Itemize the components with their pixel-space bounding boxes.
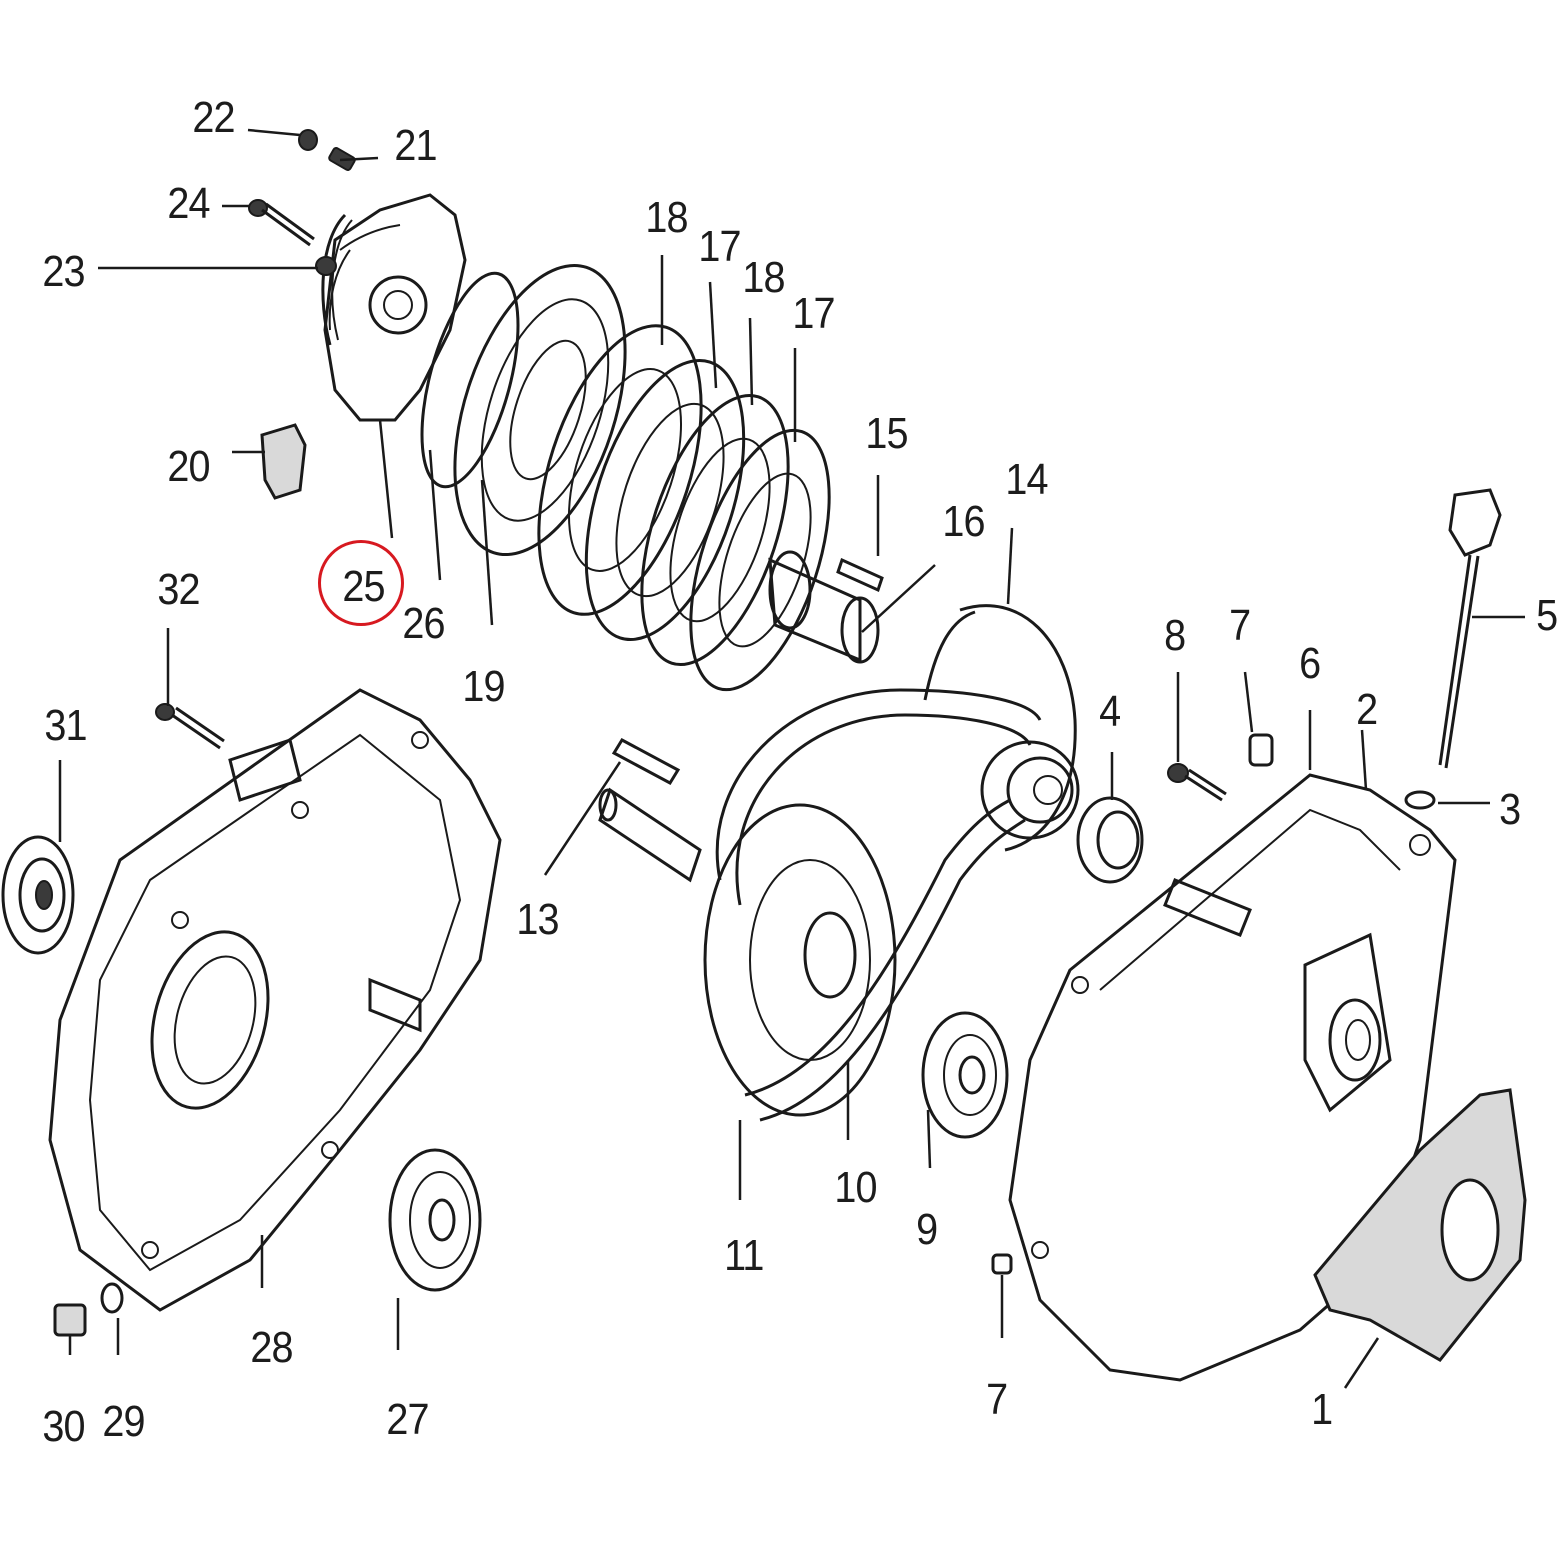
callout-7a: 7 (1229, 601, 1251, 650)
dipstick-5 (1438, 488, 1502, 769)
callout-17b: 17 (792, 289, 835, 338)
callout-10: 10 (834, 1163, 877, 1212)
callout-19: 19 (462, 662, 505, 711)
clutch-spring (321, 213, 353, 346)
callout-23: 23 (42, 247, 85, 296)
drain-bolt-30 (53, 1303, 87, 1337)
highlight-ring (318, 540, 404, 626)
washer-29 (100, 1282, 124, 1314)
washer-23 (315, 256, 337, 276)
callout-4: 4 (1099, 687, 1121, 736)
bolt-32 (155, 703, 225, 750)
callout-5: 5 (1536, 591, 1558, 640)
clutch-plate-18a (537, 324, 703, 616)
callout-18a: 18 (645, 193, 688, 242)
leader-lines (58, 128, 1525, 1389)
callout-30: 30 (42, 1402, 85, 1451)
chain-10 (715, 688, 1042, 1122)
callout-27: 27 (386, 1395, 429, 1444)
bearing-9 (921, 1011, 1009, 1139)
callout-9: 9 (916, 1205, 938, 1254)
inner-case-28 (48, 688, 502, 1312)
callout-7b: 7 (986, 1375, 1008, 1424)
drive-sprocket-14 (923, 604, 1080, 852)
callout-31: 31 (44, 701, 87, 750)
weight-20 (260, 423, 307, 500)
callout-15: 15 (865, 409, 908, 458)
o-ring-3 (1404, 790, 1436, 810)
callout-24: 24 (167, 179, 210, 228)
callout-2: 2 (1356, 685, 1378, 734)
callout-6: 6 (1299, 639, 1321, 688)
clutch-disc-17b (689, 428, 831, 692)
callout-11: 11 (724, 1231, 764, 1280)
callout-22: 22 (192, 93, 235, 142)
dowel-7a (1248, 733, 1274, 767)
clutch-disc-19 (453, 263, 627, 557)
callout-26: 26 (402, 599, 445, 648)
callout-8: 8 (1164, 611, 1186, 660)
key-15 (836, 557, 884, 593)
callout-32: 32 (157, 565, 200, 614)
callout-14: 14 (1005, 455, 1048, 504)
callout-29: 29 (102, 1397, 145, 1446)
callout-3: 3 (1499, 785, 1521, 834)
callout-21: 21 (394, 121, 437, 170)
clutch-hub-16 (768, 550, 880, 664)
driven-sprocket-11 (703, 803, 897, 1117)
snap-ring-26 (420, 271, 520, 489)
shaft-13 (598, 738, 702, 883)
gasket-1 (1313, 1088, 1527, 1362)
callout-1: 1 (1311, 1385, 1333, 1434)
callout-28: 28 (250, 1323, 293, 1372)
nut-22 (298, 129, 318, 151)
callout-20: 20 (167, 442, 210, 491)
callout-18b: 18 (742, 253, 785, 302)
dowel-7b (991, 1253, 1013, 1275)
bolt-24 (248, 199, 315, 247)
seal-31 (1, 835, 75, 955)
callout-17a: 17 (698, 222, 741, 271)
callout-16: 16 (942, 497, 985, 546)
bolt-8 (1167, 763, 1227, 802)
bearing-27 (388, 1148, 482, 1292)
seal-4 (1076, 796, 1144, 884)
callout-13: 13 (516, 895, 559, 944)
